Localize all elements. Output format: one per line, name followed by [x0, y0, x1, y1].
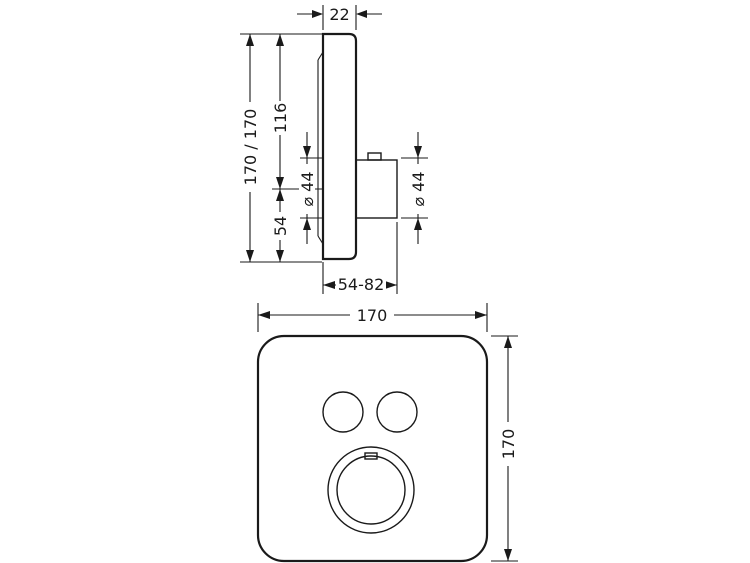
thermostat-knob-outer	[327, 446, 415, 534]
dim-plate-height: 170	[491, 335, 518, 562]
dim-projection: 54-82	[322, 222, 398, 294]
side-valve-knob	[367, 152, 382, 161]
button-right	[376, 391, 418, 433]
dim-projection-label: 54-82	[338, 275, 385, 294]
dim-total-height-label: 170 / 170	[241, 109, 260, 186]
button-left	[322, 391, 364, 433]
side-plate	[321, 32, 358, 261]
dim-left-diameter-label: ⌀ 44	[298, 171, 317, 206]
front-plate	[256, 334, 489, 563]
side-plate-back-edge-bottom	[317, 235, 324, 245]
dim-left-diameter: ⌀ 44	[298, 132, 322, 244]
front-view	[256, 334, 489, 563]
dim-lower-height-label: 54	[271, 216, 290, 236]
thermostat-marker	[364, 452, 378, 460]
dim-lower-height: 54	[271, 188, 322, 262]
thermostat-knob-inner	[336, 455, 406, 525]
dim-depth-label: 22	[329, 5, 349, 24]
dim-plate-width: 170	[257, 303, 488, 332]
side-view	[317, 32, 398, 261]
dim-right-diameter: ⌀ 44	[401, 132, 428, 244]
dim-plate-height-label: 170	[499, 429, 518, 460]
dim-right-diameter-label: ⌀ 44	[409, 171, 428, 206]
dim-upper-height-label: 116	[271, 103, 290, 134]
side-plate-back-edge-top	[317, 51, 324, 61]
dim-upper-height: 116	[271, 34, 290, 189]
dim-depth: 22	[297, 5, 382, 30]
dim-plate-width-label: 170	[357, 306, 388, 325]
dim-total-height: 170 / 170	[240, 33, 322, 263]
side-valve-body	[355, 159, 398, 219]
